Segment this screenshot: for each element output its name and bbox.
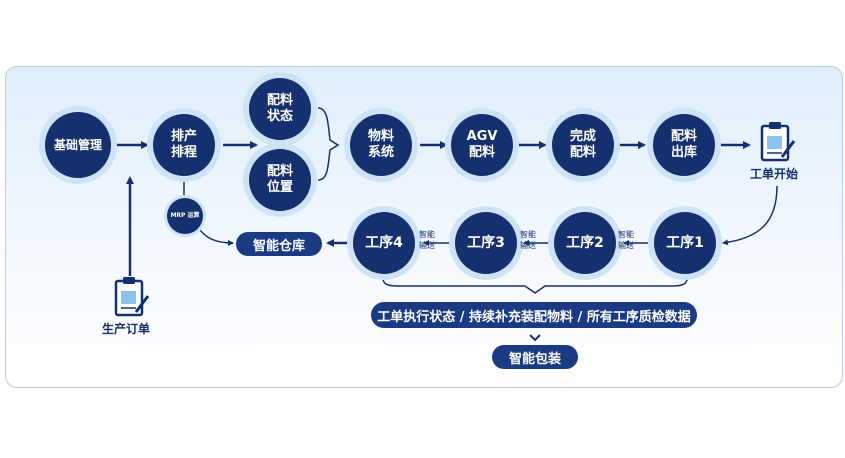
node-base-mgmt: 基础管理 bbox=[45, 112, 111, 178]
brace-operations bbox=[381, 271, 689, 294]
brace-material bbox=[317, 107, 340, 181]
node-op2: 工序2 bbox=[554, 212, 616, 274]
chevron-down-icon bbox=[529, 334, 541, 342]
node-complete: 完成 配料 bbox=[552, 114, 614, 176]
transport-label-1: 智能 输送 bbox=[618, 230, 634, 250]
transport-label-2: 智能 输送 bbox=[520, 230, 536, 250]
clipboard-icon bbox=[114, 276, 150, 322]
pill-data-summary: 工单执行状态 / 持续补充装配物料 / 所有工序质检数据 bbox=[371, 302, 697, 328]
node-material-status: 配料 状态 bbox=[249, 78, 311, 140]
node-material-position: 配料 位置 bbox=[249, 149, 311, 211]
node-mrp: MRP 运算 bbox=[167, 198, 203, 234]
node-schedule: 排产 排程 bbox=[153, 114, 215, 176]
node-dispatch: 配料 出库 bbox=[653, 114, 715, 176]
transport-label-3: 智能 输送 bbox=[419, 230, 435, 250]
node-agv: AGV 配料 bbox=[451, 114, 513, 176]
node-op1: 工序1 bbox=[654, 212, 716, 274]
pill-smart-packaging: 智能包装 bbox=[492, 345, 578, 369]
clipboard-icon bbox=[760, 121, 796, 167]
arrow-start-to-op1 bbox=[722, 185, 778, 246]
node-op4: 工序4 bbox=[353, 212, 415, 274]
node-material-system: 物料 系统 bbox=[350, 114, 412, 176]
pill-smart-warehouse: 智能仓库 bbox=[236, 232, 322, 256]
node-op3: 工序3 bbox=[455, 212, 517, 274]
arrow-mrp-to-warehouse bbox=[196, 225, 234, 246]
label-work-start: 工单开始 bbox=[750, 167, 799, 181]
label-production-order: 生产订单 bbox=[102, 322, 151, 336]
